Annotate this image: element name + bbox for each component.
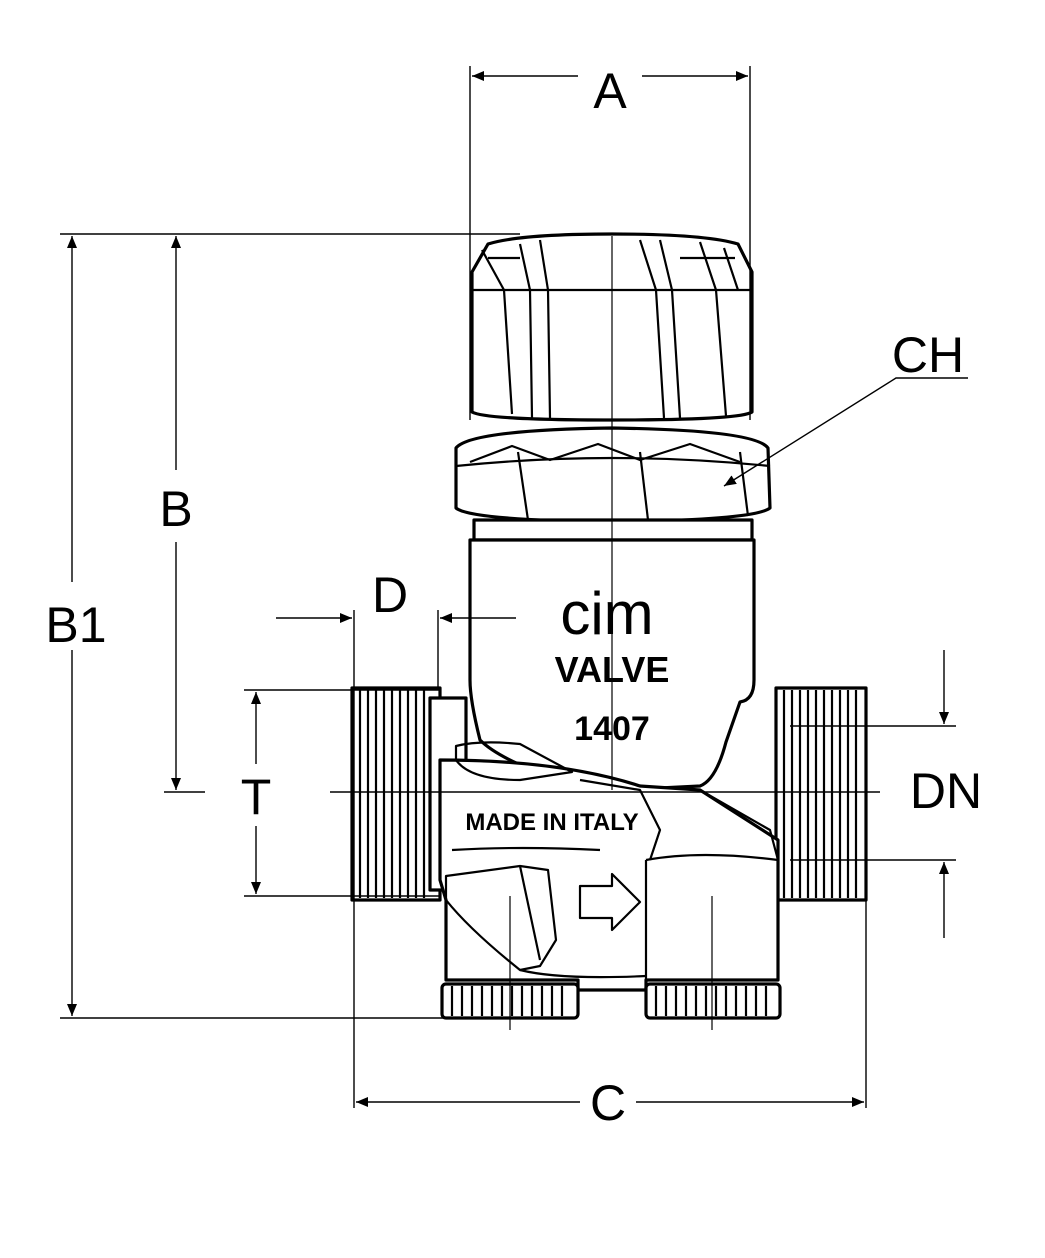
dimension-lines [60,66,968,1108]
product-marking: VALVE [555,649,670,690]
valve-body [350,232,868,1030]
nut-thread-band [472,518,754,542]
dim-label-dn: DN [910,763,982,819]
body-markings: cim VALVE 1407 MADE IN ITALY [465,580,669,836]
dim-label-c: C [590,1075,626,1131]
flow-direction-arrow [578,872,642,932]
brand-marking: cim [560,580,653,647]
origin-marking: MADE IN ITALY [465,809,638,836]
dim-label-b: B [159,481,192,537]
dim-label-a: A [593,63,627,119]
model-marking: 1407 [574,710,650,748]
dim-label-d: D [372,567,408,623]
bottom-cap-right [644,982,782,1020]
hex-nut [454,426,772,524]
lower-body [438,741,780,992]
dimension-labels: A B B1 C D T DN CH [45,63,982,1131]
dim-label-t: T [241,769,272,825]
dim-label-ch: CH [892,327,964,383]
right-connection [774,686,868,902]
dim-label-b1: B1 [45,597,106,653]
